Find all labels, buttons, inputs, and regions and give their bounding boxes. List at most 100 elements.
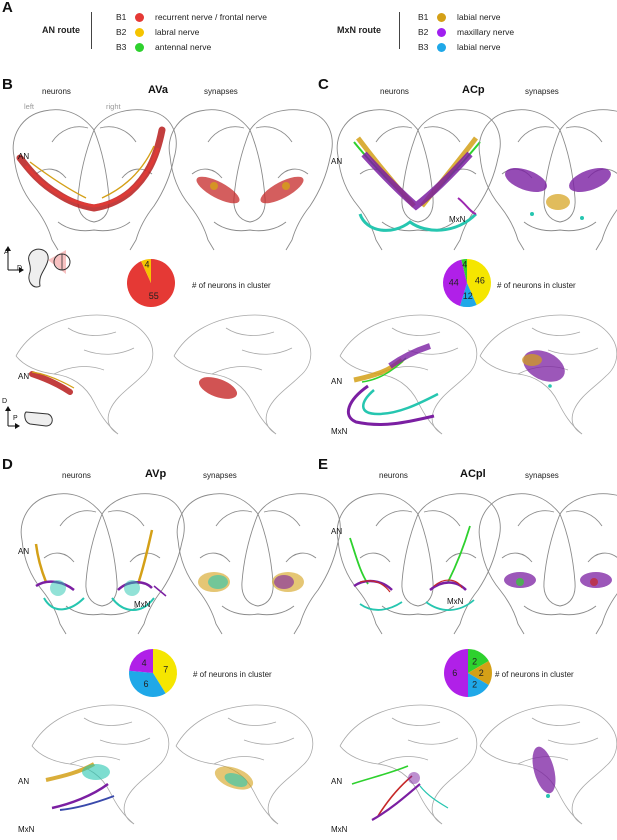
pie-chart-b: 55 4 [127, 259, 175, 307]
neurons-label: neurons [62, 471, 91, 480]
pie-caption: # of neurons in cluster [192, 281, 271, 290]
pie-slice-label: 4 [145, 260, 150, 270]
pie-caption: # of neurons in cluster [497, 281, 576, 290]
panel-letter-e: E [318, 456, 329, 473]
pie-chart-d: 764 [129, 649, 177, 697]
pie-slice-label: 7 [163, 664, 168, 674]
synapse-distribution-front [176, 493, 341, 635]
pie-slice [141, 259, 151, 283]
pie-slice-label: 4 [142, 658, 147, 668]
neuron-morphology-front [336, 493, 501, 635]
mxn-label-side: MxN [331, 427, 348, 436]
pie-slice-label: 12 [463, 291, 473, 301]
pie-slice-label: 55 [149, 291, 159, 301]
neuron-morphology-front [12, 109, 177, 251]
cluster-name: AVa [148, 84, 168, 96]
legend-name: labral nerve [155, 27, 200, 37]
cluster-name: ACpl [460, 468, 486, 480]
legend-name: labial nerve [457, 12, 501, 22]
mxn-route-label: MxN route [337, 25, 382, 35]
legend-code: B3 [418, 42, 429, 52]
legend-swatch [135, 28, 144, 37]
orientation-schematic-side [5, 406, 53, 429]
neuron-morphology-side [339, 314, 478, 435]
mxn-label: MxN [447, 597, 464, 606]
neuron-morphology-front [336, 109, 501, 251]
pie-slice [467, 259, 491, 305]
cluster-name: AVp [145, 468, 167, 480]
legend-swatch [135, 43, 144, 52]
synapse-distribution-side [173, 314, 312, 435]
synapses-label: synapses [525, 87, 559, 96]
neuron-morphology-side [339, 704, 478, 825]
legend-name: maxillary nerve [457, 27, 515, 37]
legend-divider [399, 12, 400, 49]
neuron-morphology-side [31, 704, 170, 825]
an-label-side: AN [18, 777, 30, 786]
pie-slice-label: 2 [472, 679, 477, 689]
synapse-distribution-side [479, 704, 617, 825]
neuron-morphology-side [15, 314, 154, 435]
pie-slice [129, 649, 153, 673]
pie-slice-label: 44 [449, 278, 459, 288]
axis-anterior-label: A [4, 249, 9, 256]
pie-slice-label: 46 [475, 275, 485, 285]
neurons-label: neurons [379, 471, 408, 480]
pie-caption: # of neurons in cluster [495, 670, 574, 679]
legend-code: B2 [116, 27, 127, 37]
neurons-label: neurons [380, 87, 409, 96]
synapses-label: synapses [525, 471, 559, 480]
legend-code: B1 [418, 12, 429, 22]
mxn-label-side: MxN [331, 825, 348, 834]
an-label-side: AN [331, 777, 343, 786]
panel-letter-d: D [2, 456, 13, 473]
pie-slice-label: 2 [479, 668, 484, 678]
axis-posterior-label: P [13, 415, 18, 422]
an-label: AN [331, 157, 343, 166]
pie-caption: # of neurons in cluster [193, 670, 272, 679]
neurons-label: neurons [42, 87, 71, 96]
an-label-side: AN [18, 372, 30, 381]
pie-slice [461, 259, 467, 283]
an-label: AN [18, 547, 30, 556]
legend-name: recurrent nerve / frontal nerve [155, 12, 267, 22]
synapse-distribution-front [168, 109, 333, 251]
right-side-label: right [106, 102, 121, 111]
synapse-distribution-front [478, 493, 617, 635]
pie-slice [129, 670, 166, 697]
pie-slice [468, 661, 492, 685]
pie-slice [468, 673, 489, 697]
synapse-distribution-front [478, 109, 617, 251]
pie-slice [443, 259, 467, 306]
orientation-schematic [5, 246, 71, 288]
pie-slice-label: 2 [472, 657, 477, 667]
synapse-distribution-side [479, 314, 617, 435]
synapses-label: synapses [204, 87, 238, 96]
axis-dorsal-label-side: D [2, 398, 8, 405]
mxn-label-side: MxN [18, 825, 35, 834]
cluster-name: ACp [462, 84, 485, 96]
pie-slice [444, 649, 468, 697]
pie-slice [468, 649, 489, 673]
axis-dorsal-label: D [17, 265, 23, 272]
legend-name: labial nerve [457, 42, 501, 52]
pie-slice [153, 649, 177, 694]
pie-slice-label: 6 [452, 668, 457, 678]
panel-letter-c: C [318, 76, 329, 93]
synapse-distribution-side [175, 704, 314, 825]
an-route-label: AN route [42, 25, 80, 35]
legend-code: B3 [116, 42, 127, 52]
mxn-label: MxN [449, 215, 466, 224]
pie-slice-label: 4 [462, 259, 467, 269]
legend-swatch [437, 43, 446, 52]
legend-code: B1 [116, 12, 127, 22]
legend-swatch [437, 28, 446, 37]
mxn-label: MxN [134, 600, 151, 609]
left-side-label: left [24, 102, 35, 111]
panel-letter-b: B [2, 76, 13, 93]
an-label-side: AN [331, 377, 343, 386]
synapses-label: synapses [203, 471, 237, 480]
legend-divider [91, 12, 92, 49]
